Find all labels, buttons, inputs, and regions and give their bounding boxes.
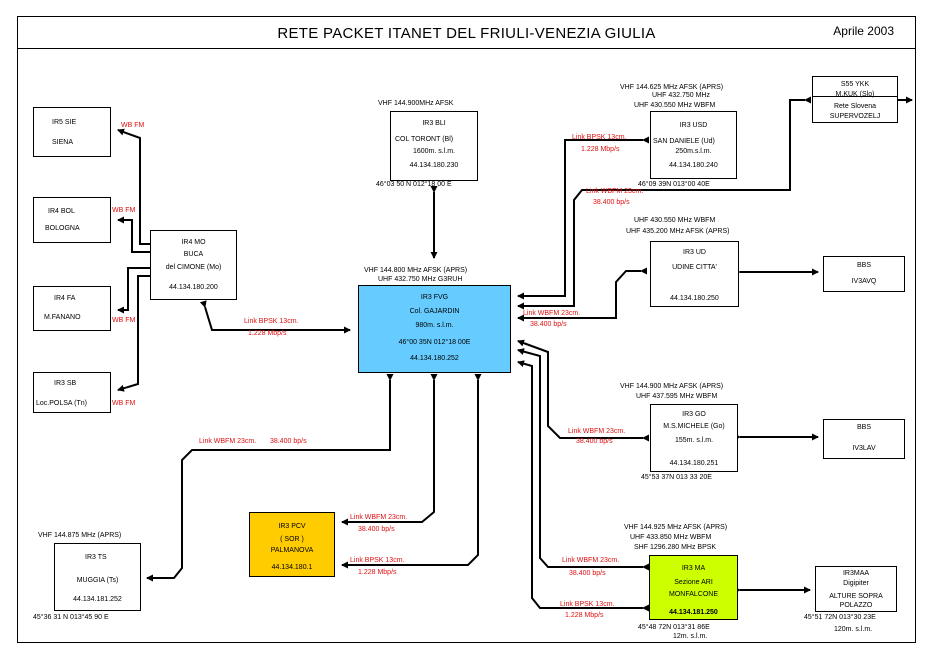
link-label-mo-fvg-1: Link BPSK 13cm. (244, 318, 299, 325)
ma-freq-1: VHF 144.925 MHz AFSK (APRS) (624, 524, 728, 531)
link-mo-fvg (199, 300, 351, 334)
go-freq-1: VHF 144.900 MHz AFSK (APRS) (620, 383, 724, 390)
node-ir4mo: IR4 MO BUCA del CIMONE (Mo) 44.134.180.2… (150, 230, 237, 300)
link-sie-mo (117, 128, 156, 248)
node-s55ykk: S55 YKK M.KUK (Slo) Rete Slovena SUPERVO… (812, 76, 898, 123)
link-bol-mo (117, 216, 156, 256)
usd-freq-3: UHF 430.550 MHz WBFM (634, 102, 716, 109)
node-ir3fvg: IR3 FVG Col. GAJARDIN 980m. s.l.m. 46°00… (358, 285, 511, 373)
link-label-ma-wbfm-1: Link WBFM 23cm. (562, 557, 620, 564)
fvg-freq-1: VHF 144.800 MHz AFSK (APRS) (364, 267, 468, 274)
link-ma-bpsk (517, 360, 649, 612)
link-label-pcv-wbfm-1: Link WBFM 23cm. (350, 514, 408, 521)
ma-coords: 45°48 72N 013°31 86E (638, 624, 710, 631)
title-bar: RETE PACKET ITANET DEL FRIULI-VENEZIA GI… (17, 16, 916, 49)
link-label-pcv-bpsk-1: Link BPSK 13cm. (350, 557, 405, 564)
link-label-ma-bpsk-1: Link BPSK 13cm. (560, 601, 615, 608)
node-ir3sb: IR3 SB Loc.POLSA (Tn) (33, 372, 111, 413)
link-label-ud-wbfm-2: 38.400 bp/s (530, 321, 567, 328)
date-label: Aprile 2003 (833, 24, 894, 38)
bli-coords: 46°03 50 N 012°18 00 E (376, 181, 452, 188)
link-pcv-bpsk (341, 374, 482, 569)
ud-freq-1: UHF 430.550 MHz WBFM (634, 217, 716, 224)
link-ud (517, 267, 647, 322)
link-label-go-wbfm-2: 38.400 bp/s (576, 438, 613, 445)
node-ir3ud: IR3 UD UDINE CITTA' 44.134.180.250 (650, 241, 739, 307)
go-freq-2: UHF 437.595 MHz WBFM (636, 393, 718, 400)
node-bbs-iv3lav: BBS IV3LAV (823, 419, 905, 459)
bli-freq: VHF 144.900MHz AFSK (378, 100, 454, 107)
link-label-ts-wbfm-1: Link WBFM 23cm. (199, 438, 257, 445)
link-fa-mo (117, 264, 156, 314)
go-coords: 45°53 37N 013 33 20E (641, 474, 712, 481)
link-label-ud-wbfm-1: Link WBFM 23cm. (523, 310, 581, 317)
link-label-usd-wbfm-1: Link WBFM 23cm. (586, 188, 644, 195)
link-label-wbfm-fa: WB FM (112, 317, 136, 324)
node-ir3usd: IR3 USD SAN DANIELE (Ud) 250m.s.l.m. 44.… (650, 111, 737, 179)
link-label-usd-bpsk-2: 1.228 Mbp/s (581, 146, 620, 153)
node-ir3maa: IR3MAA Digipiter ALTURE SOPRA POLAZZO (815, 566, 897, 612)
link-label-go-wbfm-1: Link WBFM 23cm. (568, 428, 626, 435)
maa-coords: 45°51 72N 013°30 23E (804, 614, 876, 621)
usd-freq-2: UHF 432.750 MHz (652, 92, 710, 99)
link-label-ma-bpsk-2: 1.228 Mbp/s (565, 612, 604, 619)
fvg-freq-2: UHF 432.750 MHz G3RUH (378, 276, 463, 283)
link-label-mo-fvg-2: 1.228 Mbp/s (248, 330, 287, 337)
node-ir3ts: IR3 TS MUGGIA (Ts) 44.134.181.252 (54, 543, 141, 611)
node-ir4bol: IR4 BOL BOLOGNA (33, 197, 111, 243)
link-sb-mo (117, 272, 156, 392)
node-ir3bli: IR3 BLI COL TORONT (Bl) 1600m. s.l.m. 44… (390, 111, 478, 181)
page-title: RETE PACKET ITANET DEL FRIULI-VENEZIA GI… (277, 25, 656, 42)
link-label-usd-wbfm-2: 38.400 bp/s (593, 199, 630, 206)
node-ir3go: IR3 GO M.S.MICHELE (Go) 155m. s.l.m. 44.… (650, 404, 738, 472)
ts-freq: VHF 144.875 MHz (APRS) (38, 532, 122, 539)
ma-freq-2: UHF 433.850 MHz WBFM (630, 534, 712, 541)
ma-altitude: 12m. s.l.m. (673, 633, 708, 640)
node-ir3ma: IR3 MA Sezione ARI MONFALCONE 44.134.181… (649, 555, 738, 620)
link-label-pcv-wbfm-2: 38.400 bp/s (358, 526, 395, 533)
link-label-wbfm-bol: WB FM (112, 207, 136, 214)
node-ir3pcv: IR3 PCV ( SOR ) PALMANOVA 44.134.180.1 (249, 512, 335, 577)
node-ir4fa: IR4 FA M.FANANO (33, 286, 111, 331)
link-label-pcv-bpsk-2: 1.228 Mbp/s (358, 569, 397, 576)
ts-coords: 45°36 31 N 013°45 90 E (33, 614, 109, 621)
ud-freq-2: UHF 435.200 MHz AFSK (APRS) (626, 228, 730, 235)
link-label-ts-wbfm-2: 38.400 bp/s (270, 438, 307, 445)
ma-freq-3: SHF 1296.280 MHz BPSK (634, 544, 717, 551)
ykk-divider (812, 96, 898, 97)
usd-coords: 46°09 39N 013°00 40E (638, 181, 710, 188)
diagram-frame (17, 16, 916, 643)
usd-freq-1: VHF 144.625 MHz AFSK (APRS) (620, 84, 724, 91)
maa-altitude: 120m. s.l.m. (834, 626, 873, 633)
link-label-ma-wbfm-2: 38.400 bp/s (569, 570, 606, 577)
node-bbs-iv3avq: BBS IV3AVQ (823, 256, 905, 292)
node-ir5sie: IR5 SIE SIENA (33, 107, 111, 157)
link-label-wbfm-sie: WB FM (121, 122, 145, 129)
link-label-wbfm-sb: WB FM (112, 400, 136, 407)
link-label-usd-bpsk-1: Link BPSK 13cm. (572, 134, 627, 141)
